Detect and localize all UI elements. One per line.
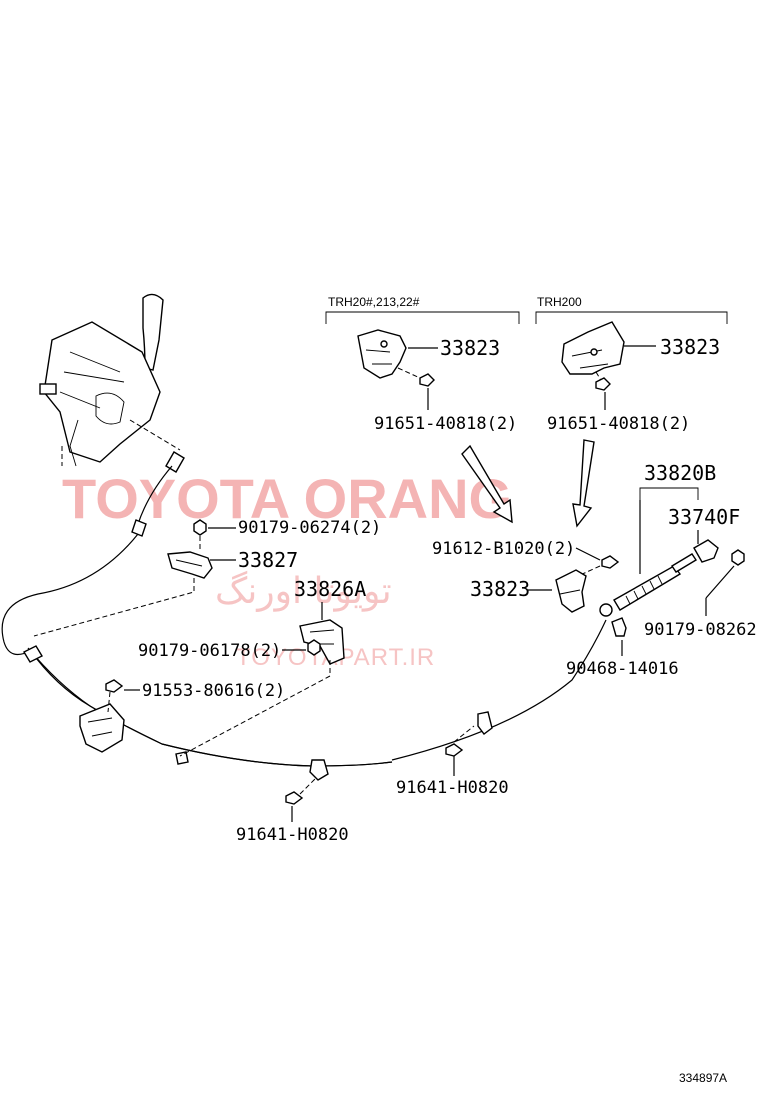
- variant-bracket-right: [535, 311, 728, 324]
- part-label-33827: 33827: [238, 548, 298, 572]
- part-label-90179-06178: 90179-06178(2): [138, 641, 281, 661]
- nut-90179-06178: [307, 639, 321, 656]
- part-label-90179-08262: 90179-08262: [644, 620, 757, 640]
- cable-end-33820b: [599, 553, 697, 617]
- part-label-33820b: 33820B: [644, 461, 716, 485]
- nut-90179-06274: [193, 519, 236, 550]
- part-label-91651-b: 91651-40818(2): [547, 414, 690, 434]
- part-label-91641-a: 91641-H0820: [396, 778, 509, 798]
- part-label-91651-a: 91651-40818(2): [374, 414, 517, 434]
- variant-label-left: TRH20#,213,22#: [328, 295, 420, 309]
- arrow-right-variant: [572, 439, 595, 528]
- part-label-33826a: 33826A: [294, 577, 366, 601]
- arrow-left-variant: [461, 444, 513, 524]
- variant-label-right: TRH200: [537, 295, 582, 309]
- part-label-91612: 91612-B1020(2): [432, 539, 575, 559]
- watermark-arabic: تویوتا اورنگ: [215, 570, 392, 612]
- bolt-91641-left: [285, 777, 317, 822]
- part-label-90468: 90468-14016: [566, 659, 679, 679]
- bolt-91641-right: [445, 725, 475, 776]
- variant-bracket-left: [325, 311, 520, 324]
- diagram-reference-code: 334897A: [679, 1071, 727, 1085]
- shift-lever-assembly: [39, 293, 181, 467]
- part-label-33823-b: 33823: [660, 335, 720, 359]
- part-label-90179-06274: 90179-06274(2): [238, 518, 381, 538]
- cable-end-33740f: [693, 539, 719, 563]
- transmission-control-cable: [1, 451, 607, 781]
- clip-90468: [611, 617, 627, 656]
- bracket-33823-lower: [555, 569, 587, 613]
- bolt-91651-left: [397, 367, 435, 410]
- part-label-33823-c: 33823: [470, 577, 530, 601]
- bolt-91651-right: [595, 371, 611, 410]
- bracket-33826a: [179, 619, 345, 757]
- part-label-33823-a: 33823: [440, 336, 500, 360]
- bracket-33820b: [639, 487, 699, 500]
- watermark-main: TOYOTA ORANG: [62, 467, 512, 530]
- bracket-33823-variant-right: [561, 321, 656, 375]
- part-label-91641-b: 91641-H0820: [236, 825, 349, 845]
- part-label-33740f: 33740F: [668, 505, 740, 529]
- retainer-33827: [33, 551, 236, 637]
- nut-90179-08262: [705, 549, 745, 616]
- part-label-91553: 91553-80616(2): [142, 681, 285, 701]
- bracket-33823-variant-left: [357, 329, 438, 379]
- bolt-91553: [105, 679, 140, 713]
